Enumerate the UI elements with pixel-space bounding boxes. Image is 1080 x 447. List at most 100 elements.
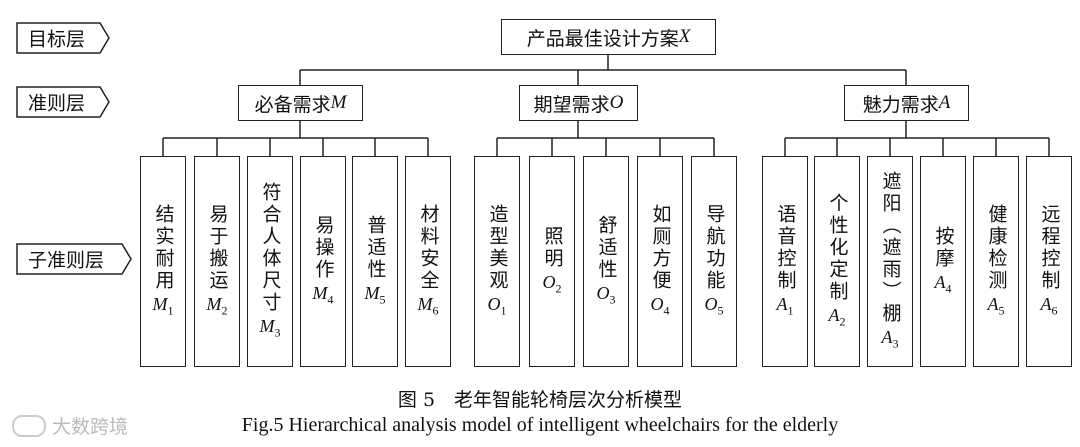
subcriteria-code-index: 4 [663,303,670,318]
subcriteria-code-letter: O [596,283,610,304]
level-label-subcriteria: 子准则层 [16,243,132,275]
subcriteria-code-index: 6 [432,303,439,318]
subcriteria-code-index: 3 [274,325,281,340]
subcriteria-code-letter: A [987,294,999,315]
subcriteria-name: 符合人体尺寸 [259,182,282,315]
subcriteria-name: 普适性 [364,215,387,282]
subcriteria-name: 健康检测 [985,204,1008,293]
subcriteria-code-index: 1 [787,303,794,318]
subcriteria-code: M4 [313,283,334,308]
watermark-logo-icon [12,414,46,437]
subcriteria-name: 照明 [541,226,564,271]
subcriteria-code-letter: A [881,327,893,348]
subcriteria-code-letter: O [542,272,556,293]
subcriteria-code-letter: M [364,283,380,304]
subcriteria-code-letter: O [487,294,501,315]
goal-text: 产品最佳设计方案 [526,27,679,50]
subcriteria-code-index: 5 [998,303,1005,318]
subcriteria-name: 语音控制 [774,204,797,293]
subcriteria-code-letter: M [417,294,433,315]
subcriteria-code-index: 2 [221,303,228,318]
figure-caption-cn: 图 5 老年智能轮椅层次分析模型 [397,389,683,411]
subcriteria-code-index: 5 [379,292,386,307]
subcriteria-code: A3 [882,327,899,352]
watermark: 大数跨境 [12,412,128,439]
subcriteria-code-letter: M [259,316,275,337]
subcriteria-code-index: 4 [945,281,952,296]
criteria-var: M [330,92,347,113]
watermark-text: 大数跨境 [52,416,129,438]
subcriteria-code-index: 2 [839,314,846,329]
subcriteria-code-letter: M [152,294,168,315]
subcriteria-name: 结实耐用 [152,204,175,293]
figure-caption-en: Fig.5 Hierarchical analysis model of int… [241,414,839,436]
subcriteria-code-letter: A [1040,294,1052,315]
level-label-criteria: 准则层 [16,86,110,118]
criteria-text: 期望需求 [533,93,610,116]
subcriteria-code-letter: M [312,283,328,304]
subcriteria-code-index: 6 [1051,303,1058,318]
subcriteria-code: O2 [543,272,562,297]
subcriteria-code-index: 3 [609,292,616,307]
subcriteria-code-letter: A [934,272,946,293]
subcriteria-code: A1 [777,294,794,319]
subcriteria-name: 易操作 [312,215,335,282]
criteria-var: A [938,92,951,113]
subcriteria-code: M5 [365,283,386,308]
subcriteria-name: 如厕方便 [649,204,672,293]
subcriteria-name: 造型美观 [486,204,509,293]
subcriteria-name: 材料安全 [417,204,440,293]
level-label-goal: 目标层 [16,22,110,54]
subcriteria-code: M2 [207,294,228,319]
subcriteria-code-letter: M [206,294,222,315]
subcriteria-code-index: 4 [327,292,334,307]
criteria-text: 必备需求 [254,93,331,116]
subcriteria-code: M6 [418,294,439,319]
subcriteria-code-letter: O [704,294,718,315]
subcriteria-name: 远程控制 [1038,204,1061,293]
subcriteria-code-index: 3 [892,336,899,351]
subcriteria-code-index: 1 [500,303,507,318]
subcriteria-code-letter: A [776,294,788,315]
subcriteria-name: 遮阳（遮雨）棚 [879,171,902,326]
subcriteria-name: 按摩 [932,226,955,271]
criteria-var: O [609,92,624,113]
subcriteria-code: A4 [935,272,952,297]
subcriteria-code: O1 [488,294,507,319]
goal-var: X [678,26,691,47]
subcriteria-code: A2 [829,305,846,330]
subcriteria-code-letter: O [650,294,664,315]
subcriteria-code-index: 2 [555,281,562,296]
subcriteria-code: O4 [651,294,670,319]
subcriteria-name: 易于搬运 [206,204,229,293]
subcriteria-code-letter: A [828,305,840,326]
subcriteria-code-index: 5 [717,303,724,318]
subcriteria-code: A6 [1041,294,1058,319]
subcriteria-code: M1 [153,294,174,319]
subcriteria-code: O5 [705,294,724,319]
subcriteria-name: 导航功能 [703,204,726,293]
subcriteria-code: A5 [988,294,1005,319]
subcriteria-code: O3 [597,283,616,308]
